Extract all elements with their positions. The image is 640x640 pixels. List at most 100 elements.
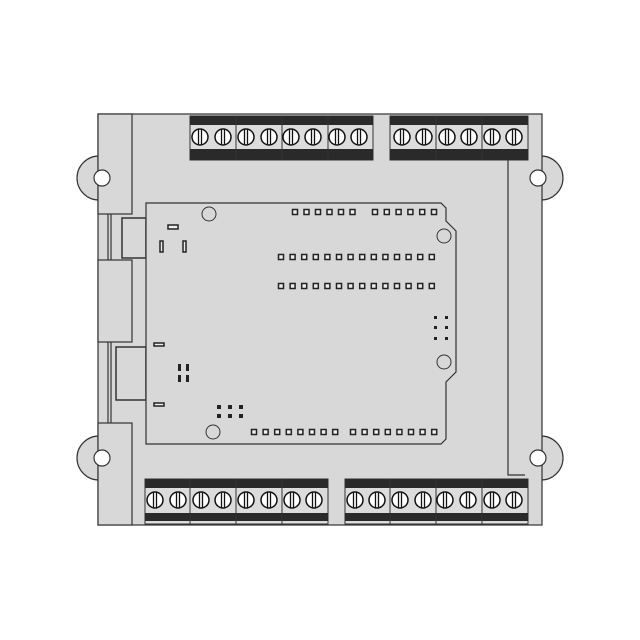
- pad: [434, 316, 437, 319]
- header-pin: [358, 253, 366, 261]
- screw-head-icon: [391, 491, 409, 509]
- terminal-screw: [505, 128, 523, 146]
- terminal-bottom-strip: [390, 149, 528, 160]
- header-pin: [419, 428, 426, 436]
- screw-head-icon: [350, 128, 368, 146]
- header-pin: [335, 253, 343, 261]
- header-pin: [371, 208, 379, 216]
- smd-component: [159, 240, 164, 253]
- screw-head-icon: [328, 128, 346, 146]
- smd-component: [167, 224, 179, 230]
- terminal-screw: [237, 491, 255, 509]
- screw-head-icon: [459, 491, 477, 509]
- pad: [186, 364, 189, 371]
- terminal-screw: [460, 128, 478, 146]
- header-pin: [331, 428, 339, 436]
- terminal-screw: [483, 128, 501, 146]
- header-pin: [358, 282, 366, 290]
- header-pin: [320, 428, 327, 436]
- screw-head-icon: [505, 128, 523, 146]
- header-pin: [303, 208, 310, 216]
- screw-head-icon: [483, 491, 501, 509]
- header-pin: [370, 253, 378, 261]
- terminal-screw: [260, 491, 278, 509]
- left-panel-mid: [97, 259, 133, 343]
- pad: [434, 337, 437, 340]
- header-pin: [347, 253, 354, 261]
- mounting-holes: [93, 169, 547, 467]
- header-pin: [416, 253, 424, 261]
- header-pin: [349, 428, 357, 436]
- header-pin: [324, 282, 331, 290]
- left-panel-top: [97, 113, 133, 215]
- arduino-board: [145, 202, 457, 445]
- header-pin: [273, 428, 281, 436]
- header-pin: [250, 428, 258, 436]
- mounting-hole: [93, 169, 111, 187]
- header-pin: [300, 282, 308, 290]
- terminal-screw: [191, 128, 209, 146]
- screw-head-icon: [305, 491, 323, 509]
- mounting-hole: [529, 449, 547, 467]
- terminal-screw: [283, 491, 301, 509]
- header-pin: [428, 253, 436, 261]
- terminal-top-strip: [390, 116, 528, 125]
- header-pin: [308, 428, 316, 436]
- header-pin: [430, 208, 438, 216]
- header-pin: [393, 253, 401, 261]
- terminal-screw: [414, 491, 432, 509]
- header-pin: [405, 282, 412, 290]
- header-pin: [297, 428, 304, 436]
- smd-component: [182, 240, 187, 253]
- terminal-screw: [483, 491, 501, 509]
- header-pin: [382, 282, 389, 290]
- terminal-screw: [146, 491, 164, 509]
- pad: [434, 326, 437, 329]
- header-pin: [384, 428, 392, 436]
- power-jack: [115, 346, 147, 401]
- terminal-screw: [368, 491, 386, 509]
- terminal-block-group: [344, 478, 529, 525]
- header-pin: [312, 282, 320, 290]
- header-pin: [430, 428, 438, 436]
- header-pin: [370, 282, 378, 290]
- usb-connector: [121, 217, 147, 259]
- terminal-screw: [391, 491, 409, 509]
- screw-head-icon: [460, 128, 478, 146]
- terminal-screw: [393, 128, 411, 146]
- header-pin: [395, 208, 402, 216]
- screw-head-icon: [368, 491, 386, 509]
- header-pin: [416, 282, 424, 290]
- terminal-screw: [350, 128, 368, 146]
- header-pin: [383, 208, 391, 216]
- board-outline: [145, 202, 457, 445]
- right-rail-line: [507, 160, 525, 476]
- screw-head-icon: [192, 491, 210, 509]
- mounting-hole: [93, 449, 111, 467]
- screw-head-icon: [436, 491, 454, 509]
- terminal-screw: [282, 128, 300, 146]
- screw-head-icon: [260, 491, 278, 509]
- terminal-block-group: [144, 478, 329, 525]
- board-hole: [201, 206, 217, 222]
- pad: [445, 316, 448, 319]
- terminal-screw: [346, 491, 364, 509]
- terminal-screw: [436, 491, 454, 509]
- mounting-ear-bottom-left: [76, 435, 100, 481]
- mounting-ear-top-right: [540, 155, 564, 201]
- terminal-screw: [438, 128, 456, 146]
- header-pin: [285, 428, 293, 436]
- terminal-screw: [304, 128, 322, 146]
- header-pin: [396, 428, 403, 436]
- terminal-screw: [214, 491, 232, 509]
- pad: [239, 405, 243, 409]
- board-hole: [436, 354, 452, 370]
- header-pin: [382, 253, 389, 261]
- terminal-blocks: [144, 115, 529, 525]
- terminal-screw: [505, 491, 523, 509]
- screw-head-icon: [214, 491, 232, 509]
- header-pin: [407, 208, 414, 216]
- screw-head-icon: [346, 491, 364, 509]
- header-pin: [349, 208, 356, 216]
